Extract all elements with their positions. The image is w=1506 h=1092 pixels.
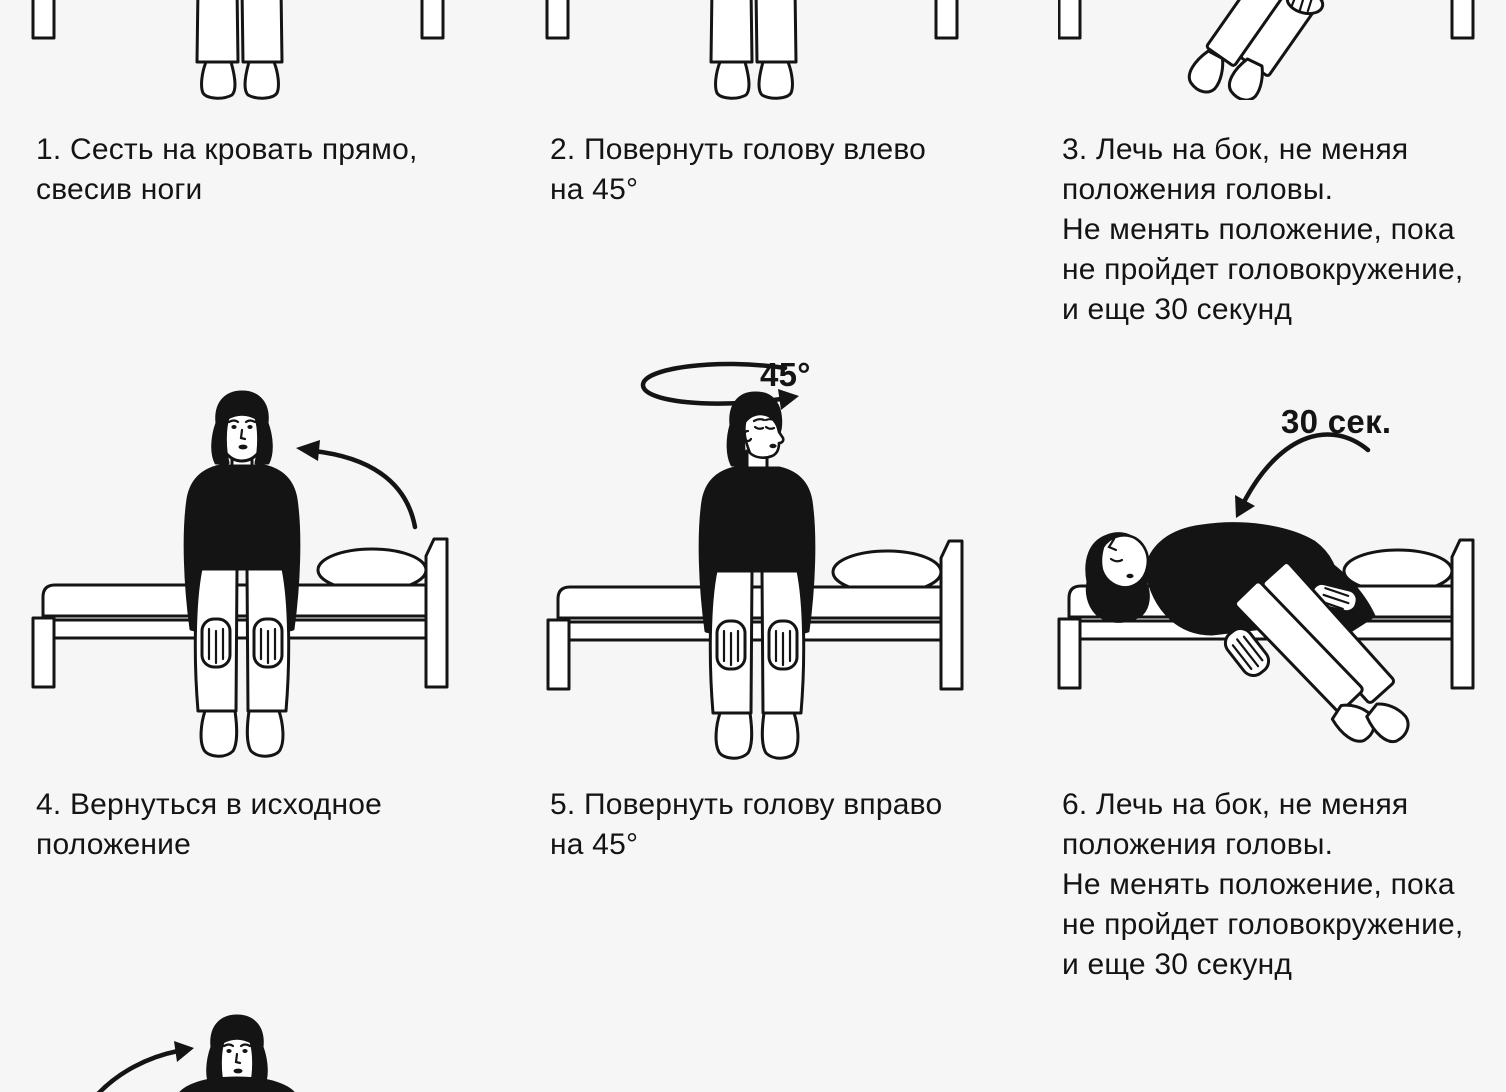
pant-leg-front: [1233, 580, 1364, 713]
face: [1099, 534, 1150, 589]
person-lying-on-side: [1085, 522, 1410, 744]
mouth: [1126, 573, 1134, 579]
near-hand: [1223, 627, 1271, 677]
illustration-step-7-partial: [96, 1014, 295, 1092]
illustration-step-3: [1058, 0, 1475, 100]
closed-eyes: [753, 425, 776, 430]
step-2-caption: 2. Повернуть голову влево на 45°: [550, 133, 927, 206]
foot-front: [1187, 49, 1225, 94]
foot-back: [1227, 57, 1264, 100]
rotation-angle-label: 45°: [760, 356, 811, 393]
bed-leg-right: [1450, 0, 1475, 40]
illustration-step-2: [545, 0, 959, 100]
head-front: [211, 390, 273, 465]
foot-back: [1365, 702, 1410, 744]
mouth: [769, 443, 777, 449]
head-front: [206, 1014, 268, 1089]
step-4-caption: 4. Вернуться в исходное положение: [36, 788, 383, 861]
nose: [1107, 537, 1118, 552]
curved-arrow-down-icon: [1235, 432, 1371, 518]
illustration-step-1: [31, 0, 445, 100]
rotation-arrow-icon: [640, 361, 799, 410]
illustration-step-4: [31, 390, 449, 758]
curved-arrow-up-icon: [96, 1041, 194, 1092]
step-1-caption: 1. Сесть на кровать прямо, свесив ноги: [36, 133, 418, 206]
illustration-step-5: [546, 361, 964, 760]
bed-leg-left: [1058, 0, 1082, 40]
step-3-caption: 3. Лечь на бок, не меняя положения голов…: [1062, 133, 1464, 326]
step-5-caption: 5. Повернуть голову вправо на 45°: [550, 788, 943, 861]
eyebrows: [752, 418, 778, 423]
step-6-caption: 6. Лечь на бок, не меняя положения голов…: [1062, 788, 1464, 981]
curved-arrow-up-icon: [296, 440, 418, 530]
hold-duration-label: 30 сек.: [1281, 403, 1392, 440]
ear: [742, 429, 753, 443]
head-turned-right: [726, 391, 785, 467]
hand: [1285, 0, 1325, 16]
illustration-step-6: [1057, 432, 1475, 744]
shoulders: [179, 1076, 295, 1092]
closed-eye: [1109, 557, 1124, 563]
bed-and-body: [546, 391, 964, 760]
